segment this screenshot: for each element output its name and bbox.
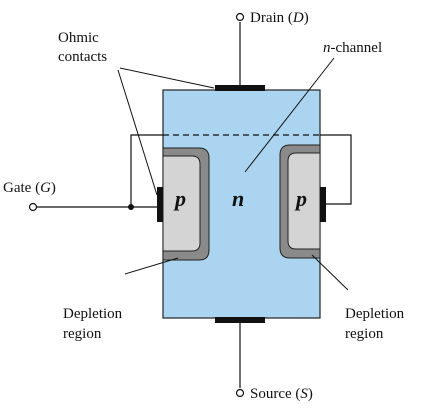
n-region-label: n bbox=[232, 186, 244, 211]
drain-terminal bbox=[235, 12, 245, 22]
depletion-right-label: Depletion region bbox=[345, 306, 408, 342]
left-gate-ohmic-contact bbox=[157, 187, 163, 222]
depletion-left-label: Depletion region bbox=[63, 306, 126, 342]
drain-label: Drain (D) bbox=[250, 10, 309, 26]
gate-label: Gate (G) bbox=[3, 180, 56, 196]
p-left-label: p bbox=[173, 186, 186, 211]
right-p-region bbox=[287, 152, 321, 250]
ohmic-leader-left bbox=[117, 69, 158, 196]
drain-ohmic-contact bbox=[215, 85, 265, 91]
source-ohmic-contact bbox=[215, 317, 265, 323]
p-right-label: p bbox=[294, 186, 307, 211]
nchannel-leader bbox=[244, 57, 335, 173]
depletion-leader-right bbox=[311, 254, 349, 291]
source-terminal bbox=[235, 388, 245, 398]
gate-terminal bbox=[28, 202, 38, 212]
ohmic-contacts-label: Ohmic contacts bbox=[58, 30, 107, 65]
depletion-leader-left bbox=[124, 257, 179, 275]
gate-connection-wire bbox=[130, 134, 163, 207]
n-channel-label: n-channel bbox=[323, 40, 382, 56]
right-gate-ohmic-contact bbox=[320, 187, 326, 222]
left-p-region bbox=[162, 155, 201, 252]
ohmic-leader-top bbox=[119, 67, 215, 89]
gate-connection-wire-right bbox=[320, 134, 352, 205]
source-label: Source (S) bbox=[250, 386, 313, 402]
